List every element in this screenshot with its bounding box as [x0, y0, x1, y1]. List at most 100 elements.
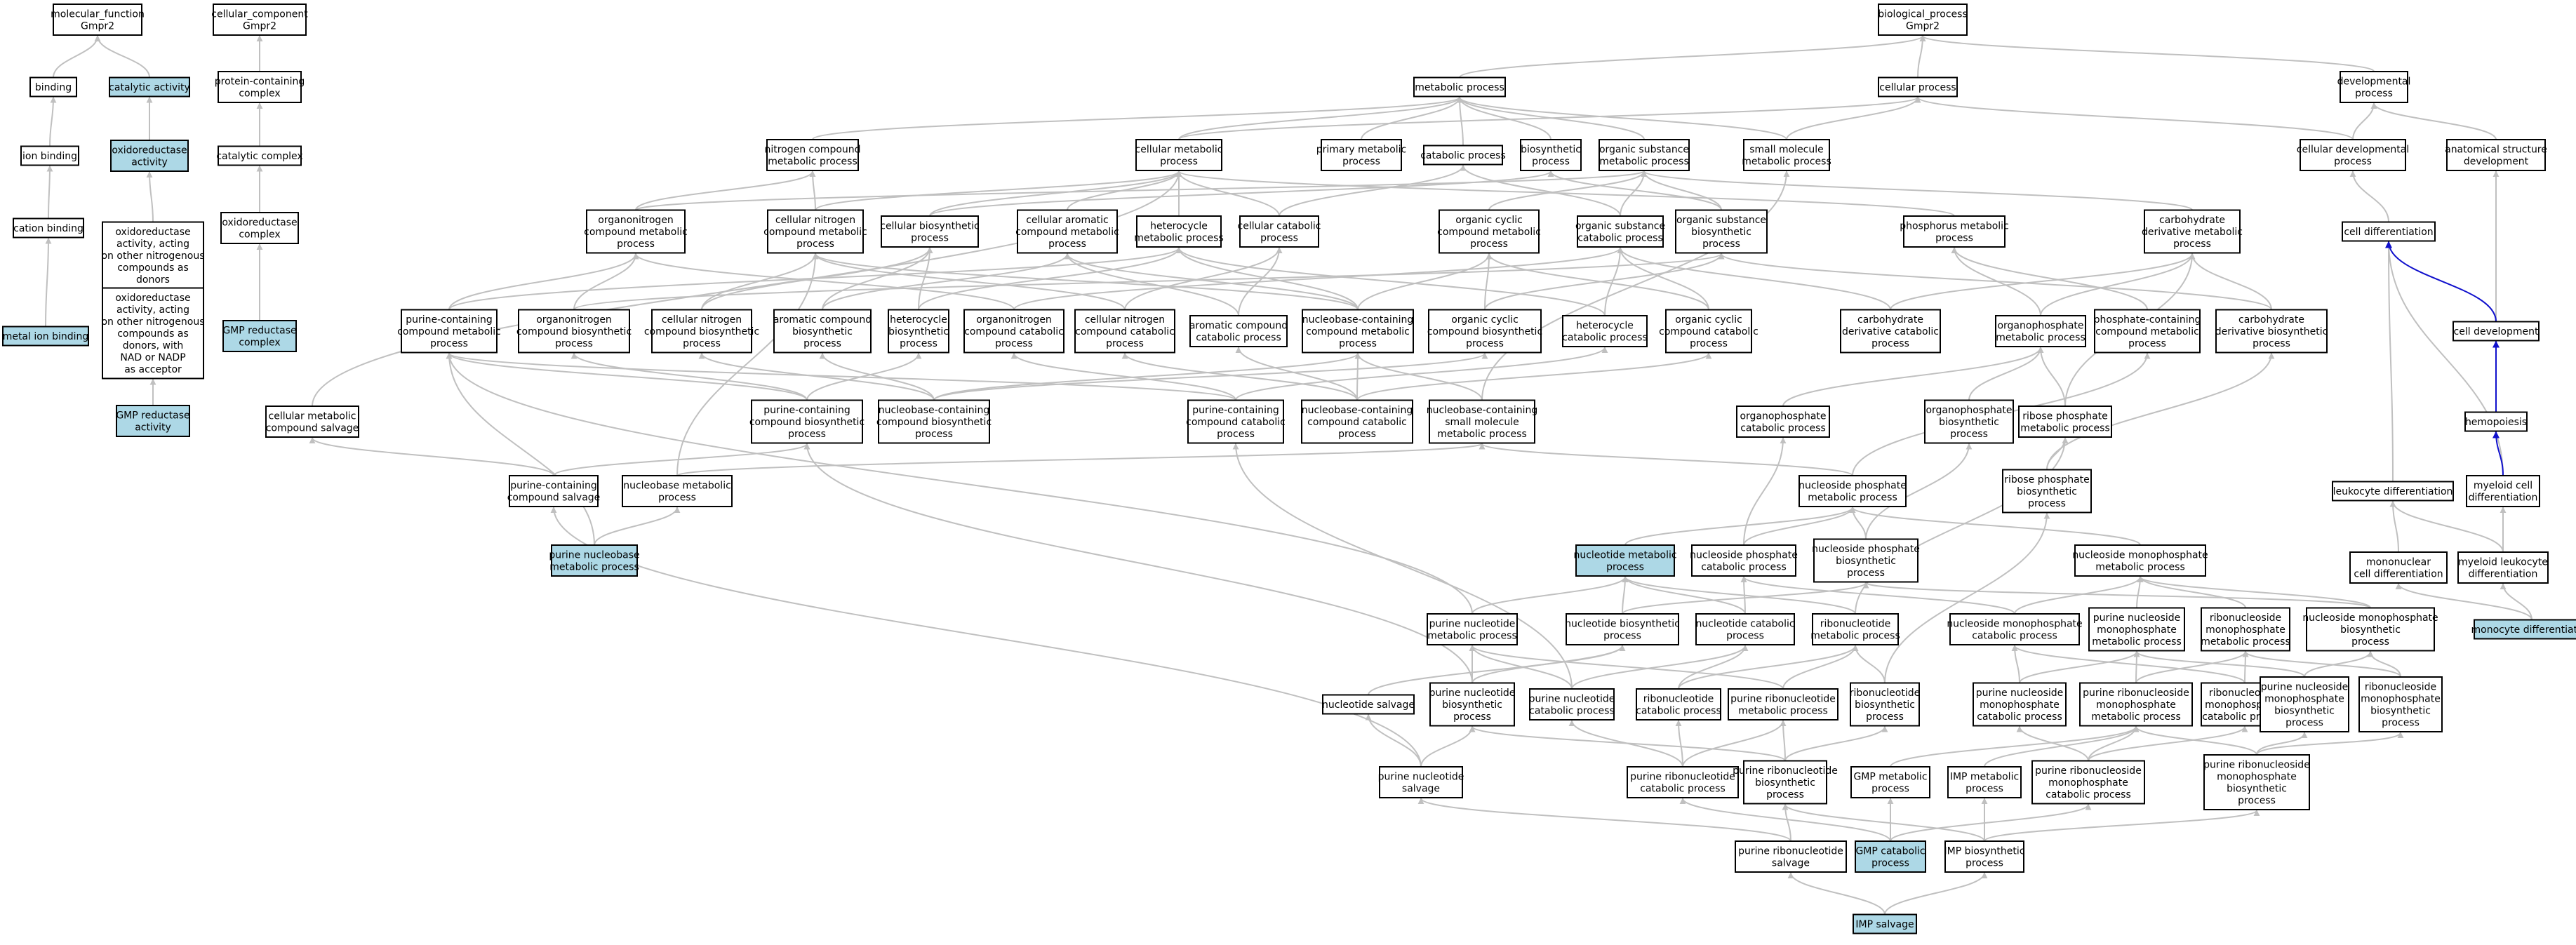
go-term-node-cellproc[interactable]: cellular process [1878, 76, 1958, 98]
go-term-node-ionbind[interactable]: ion binding [20, 145, 79, 166]
go-term-node-leukdiff[interactable]: leukocyte differentiation [2332, 481, 2454, 502]
go-term-node-catcomplex[interactable]: catalytic complex [216, 145, 303, 166]
go-term-node-celldiff[interactable]: cell differentiation [2342, 221, 2436, 242]
go-term-node-cationbind[interactable]: cation binding [13, 217, 84, 239]
go-term-node-metalion[interactable]: metal ion binding [2, 326, 89, 347]
go-term-node-nucsalv[interactable]: nucleotide salvage [1322, 694, 1415, 715]
go-term-node-impsalv[interactable]: IMP salvage [1853, 913, 1917, 934]
go-term-node-celldev[interactable]: cell development [2452, 321, 2540, 342]
go-term-node-catact[interactable]: catalytic activity [109, 76, 190, 98]
go-term-node-hemo[interactable]: hemopoiesis [2464, 411, 2528, 432]
go-term-node-catab[interactable]: catabolic process [1420, 145, 1506, 166]
